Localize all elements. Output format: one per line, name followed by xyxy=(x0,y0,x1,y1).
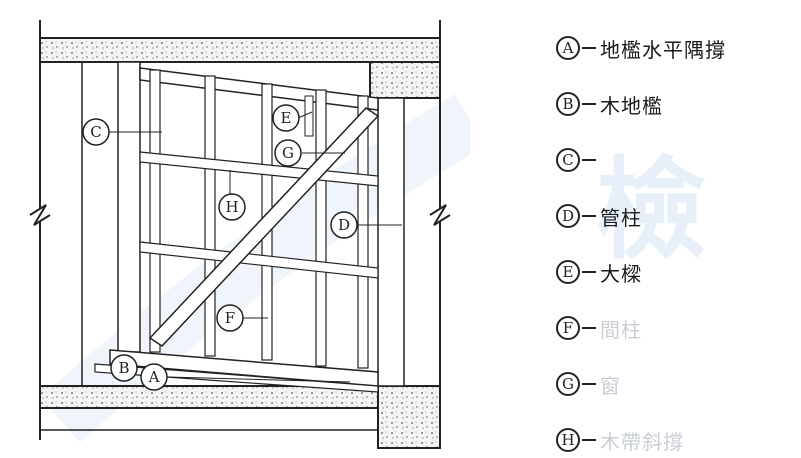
girt xyxy=(139,241,379,279)
left-break-mark xyxy=(29,204,51,226)
stud xyxy=(357,95,369,369)
diagram-label-D: D xyxy=(330,211,358,239)
diagram-label-G: G xyxy=(274,139,302,167)
legend-item-D: D 管柱 xyxy=(556,198,642,234)
legend-text: 木帶斜撐 xyxy=(600,429,684,454)
legend-text: 地檻水平隅撐 xyxy=(600,37,726,62)
diagram-label-H: H xyxy=(218,193,246,221)
legend-item-G: G 窗 xyxy=(556,366,621,402)
legend-item-E: E 大樑 xyxy=(556,254,642,290)
legend-text: 木地檻 xyxy=(600,93,663,118)
legend-letter: B xyxy=(556,92,580,116)
svg-text:C: C xyxy=(90,123,101,141)
top-slab xyxy=(39,37,441,63)
top-plate xyxy=(139,67,379,111)
legend-text: 間柱 xyxy=(600,317,642,342)
legend-item-A: A 地檻水平隅撐 xyxy=(556,30,726,66)
legend-dash xyxy=(582,271,596,273)
stud xyxy=(315,89,327,367)
legend-letter: G xyxy=(556,372,580,396)
timber-frame-diagram: C E G H D F B A xyxy=(29,20,470,449)
diagram-label-F: F xyxy=(216,304,244,332)
legend-item-C: C xyxy=(556,142,600,178)
legend-dash xyxy=(582,103,596,105)
diagonal-brace xyxy=(148,107,380,347)
stud xyxy=(149,69,161,353)
left-post xyxy=(117,61,141,353)
legend-text: 管柱 xyxy=(600,205,642,230)
svg-text:G: G xyxy=(282,144,294,162)
diagram-label-A: A xyxy=(140,363,168,391)
legend-letter: H xyxy=(556,428,580,452)
legend-letter: A xyxy=(556,36,580,60)
legend-text: 窗 xyxy=(600,373,621,398)
legend-dash xyxy=(582,439,596,441)
diagram-label-B: B xyxy=(110,354,138,382)
legend-letter: F xyxy=(556,316,580,340)
right-break-mark xyxy=(429,204,451,226)
svg-text:D: D xyxy=(338,216,350,234)
legend-item-B: B 木地檻 xyxy=(556,86,663,122)
diagram-label-C: C xyxy=(82,118,110,146)
legend-item-F: F 間柱 xyxy=(556,310,642,346)
legend-text: 大樑 xyxy=(600,261,642,286)
legend-letter: E xyxy=(556,260,580,284)
svg-text:E: E xyxy=(281,109,292,127)
legend-item-H: H 木帶斜撐 xyxy=(556,422,684,458)
right-post xyxy=(377,97,405,387)
svg-text:A: A xyxy=(148,368,160,386)
stud xyxy=(204,75,216,357)
bottom-footing xyxy=(377,385,441,449)
top-beam xyxy=(369,61,441,99)
legend-dash xyxy=(582,383,596,385)
legend-dash xyxy=(582,215,596,217)
legend-dash xyxy=(582,47,596,49)
brace-stub xyxy=(304,95,314,137)
legend-dash xyxy=(582,327,596,329)
svg-text:F: F xyxy=(225,309,235,327)
diagram-label-E: E xyxy=(272,104,300,132)
svg-text:H: H xyxy=(225,198,238,216)
legend-letter: D xyxy=(556,204,580,228)
legend-dash xyxy=(582,159,596,161)
svg-text:B: B xyxy=(118,359,129,377)
legend-letter: C xyxy=(556,148,580,172)
